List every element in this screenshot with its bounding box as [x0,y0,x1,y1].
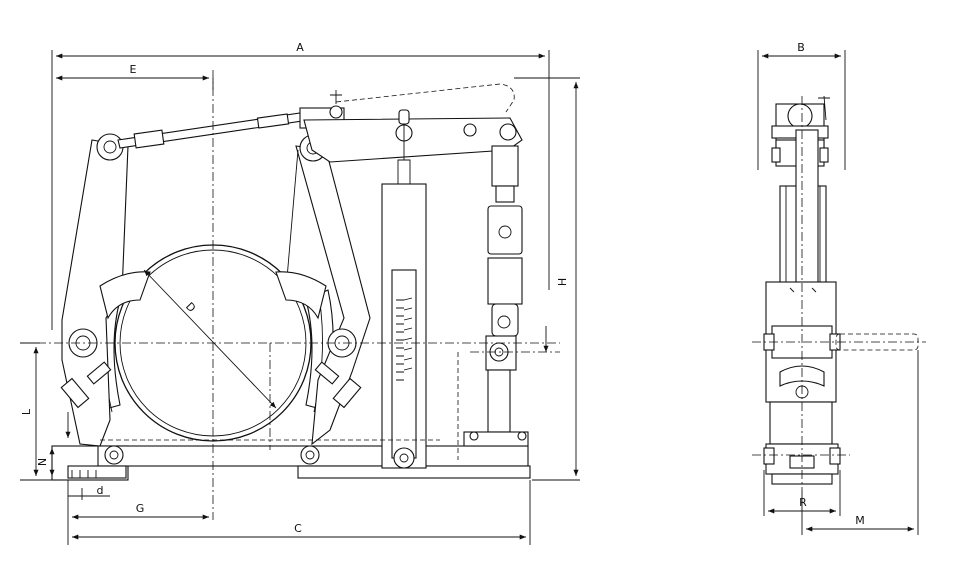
side-dimension-lines: B R M [757,41,919,535]
scale-ticks [396,297,413,381]
top-pin-left [96,133,124,161]
tie-rod-nut [133,129,165,149]
dim-label-R: R [799,496,807,509]
diameter-line [143,269,277,409]
dim-label-C: C [294,522,302,535]
dim-label-E: E [130,63,137,76]
brake-arm-left [61,139,129,447]
base-pin-right [300,445,320,465]
dim-label-G: G [136,502,145,515]
dim-label-d: d [97,484,104,497]
thruster-rod-top [491,145,519,187]
shoe-holder-left [99,271,151,320]
shoe-holder-right [275,271,327,320]
side-view [752,95,926,490]
bottom-foot [67,465,127,479]
dim-label-N: N [36,458,49,466]
dim-label-M: M [855,514,865,527]
base-pin-left [104,445,124,465]
front-view [20,70,560,520]
top-lever [303,117,523,163]
side-top-roller [787,103,813,129]
thruster-post [487,369,511,433]
thruster-cylinder-upper [487,205,523,255]
dimension-lines: A E D H L N d G C [20,41,580,545]
dim-label-A: A [296,41,304,54]
lever-travel-outline [335,83,515,113]
dim-label-H: H [556,278,569,286]
dim-label-L: L [20,408,33,415]
thruster-cylinder-lower [487,257,523,305]
dim-label-B: B [797,41,805,54]
